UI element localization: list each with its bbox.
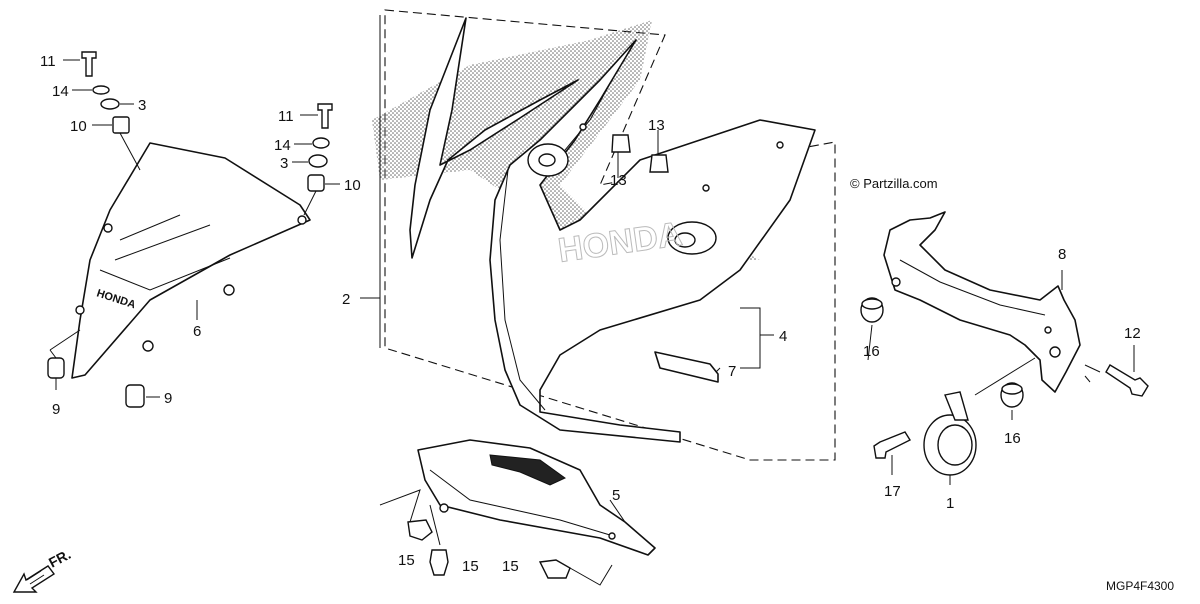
part-label-12: 12 <box>1124 325 1141 342</box>
part-label-17: 17 <box>884 483 901 500</box>
bracket-hole <box>1049 346 1061 358</box>
right-nut-3 <box>308 154 328 168</box>
lower-panel-edge <box>429 469 611 536</box>
clip-nut-13-left <box>611 134 631 153</box>
part-label-7: 7 <box>728 363 736 380</box>
bracket-inner <box>899 259 1046 316</box>
grommet-16-right <box>1000 382 1024 408</box>
leader <box>119 132 141 171</box>
bolt-17 <box>873 431 912 459</box>
part-label-16: 16 <box>1004 430 1021 447</box>
mirror-hole-left-inner <box>538 153 556 167</box>
part-label-5: 5 <box>612 487 620 504</box>
cowl-stay-bracket <box>883 211 1081 393</box>
cowl-screw-hole <box>579 123 587 131</box>
part-label-14: 14 <box>274 137 291 154</box>
cowl-body <box>489 39 816 443</box>
part-label-11: 11 <box>40 53 56 70</box>
front-arrow: FR. <box>12 546 73 593</box>
part-label-3: 3 <box>280 155 288 172</box>
part-label-13: 13 <box>648 117 665 134</box>
panel-screw-hole <box>608 532 616 540</box>
cowl-screw-hole <box>776 141 784 149</box>
part-label-2: 2 <box>342 291 350 308</box>
part-label-9: 9 <box>52 401 60 418</box>
clip-nut-13-right <box>649 154 669 173</box>
windscreen-grommet <box>297 215 307 225</box>
fastener-15c <box>538 559 571 579</box>
part-label-15: 15 <box>398 552 415 569</box>
diagram-code: MGP4F4300 <box>1106 579 1174 593</box>
part-label-15: 15 <box>462 558 479 575</box>
part-label-11: 11 <box>278 108 294 125</box>
upper-cowl: HONDA <box>372 17 816 443</box>
windscreen-grommet <box>223 284 235 296</box>
part-labels: 11 14 3 10 11 14 3 10 2 6 9 9 4 7 13 13 … <box>40 53 1141 575</box>
windscreen-grommet <box>103 223 113 233</box>
part-label-16: 16 <box>863 343 880 360</box>
left-nut-3 <box>100 98 120 110</box>
left-washer-14 <box>92 85 110 95</box>
leader <box>303 190 317 216</box>
windscreen-inner-line <box>99 257 231 291</box>
cowl-group-outline <box>384 9 836 461</box>
cowl-screw-hole <box>702 184 710 192</box>
windscreen-grommet <box>142 340 154 352</box>
mirror-hole-right-inner <box>674 232 696 248</box>
part-label-9: 9 <box>164 390 172 407</box>
right-washer-14 <box>312 137 330 149</box>
front-arrow-label: FR. <box>46 546 73 571</box>
bracket-hole <box>1044 326 1052 334</box>
left-screw-11 <box>81 51 97 77</box>
watermark-text: © Partzilla.com <box>850 176 938 191</box>
part-label-8: 8 <box>1058 246 1066 263</box>
part-label-4: 4 <box>779 328 787 345</box>
part-label-10: 10 <box>70 118 87 135</box>
bracket-hole <box>891 277 901 287</box>
part-label-10: 10 <box>344 177 361 194</box>
bolt-12 <box>1105 364 1149 397</box>
bracket-outline <box>883 211 1081 393</box>
lower-panel-vent <box>489 454 566 486</box>
part-label-6: 6 <box>193 323 201 340</box>
grommet-9-left <box>47 357 65 379</box>
grommet-16-left <box>860 297 884 323</box>
windscreen-inner-line <box>114 214 211 261</box>
horn <box>923 391 977 476</box>
leader-lines <box>49 15 1135 586</box>
right-hardware-stack <box>303 103 333 216</box>
right-screw-11 <box>317 103 333 129</box>
cowl-edge-line <box>499 169 546 411</box>
windscreen-outline <box>71 142 311 379</box>
fastener-15b <box>429 549 449 576</box>
left-collar-10 <box>112 116 130 134</box>
part-label-14: 14 <box>52 83 69 100</box>
part-label-15: 15 <box>502 558 519 575</box>
fastener-15a <box>407 519 433 541</box>
cowl-trim-strip <box>654 351 719 383</box>
cowl-inner-left <box>409 17 579 259</box>
part-label-13: 13 <box>610 172 627 189</box>
grommet-9-right <box>125 384 145 408</box>
windscreen-grommet <box>75 305 85 315</box>
lower-panel-outline <box>417 439 656 556</box>
left-hardware-stack <box>81 51 141 171</box>
panel-screw-hole <box>439 503 449 513</box>
part-label-1: 1 <box>946 495 954 512</box>
part-label-3: 3 <box>138 97 146 114</box>
right-collar-10 <box>307 174 325 192</box>
lower-inner-panel <box>417 439 656 556</box>
windscreen: HONDA <box>71 142 311 379</box>
